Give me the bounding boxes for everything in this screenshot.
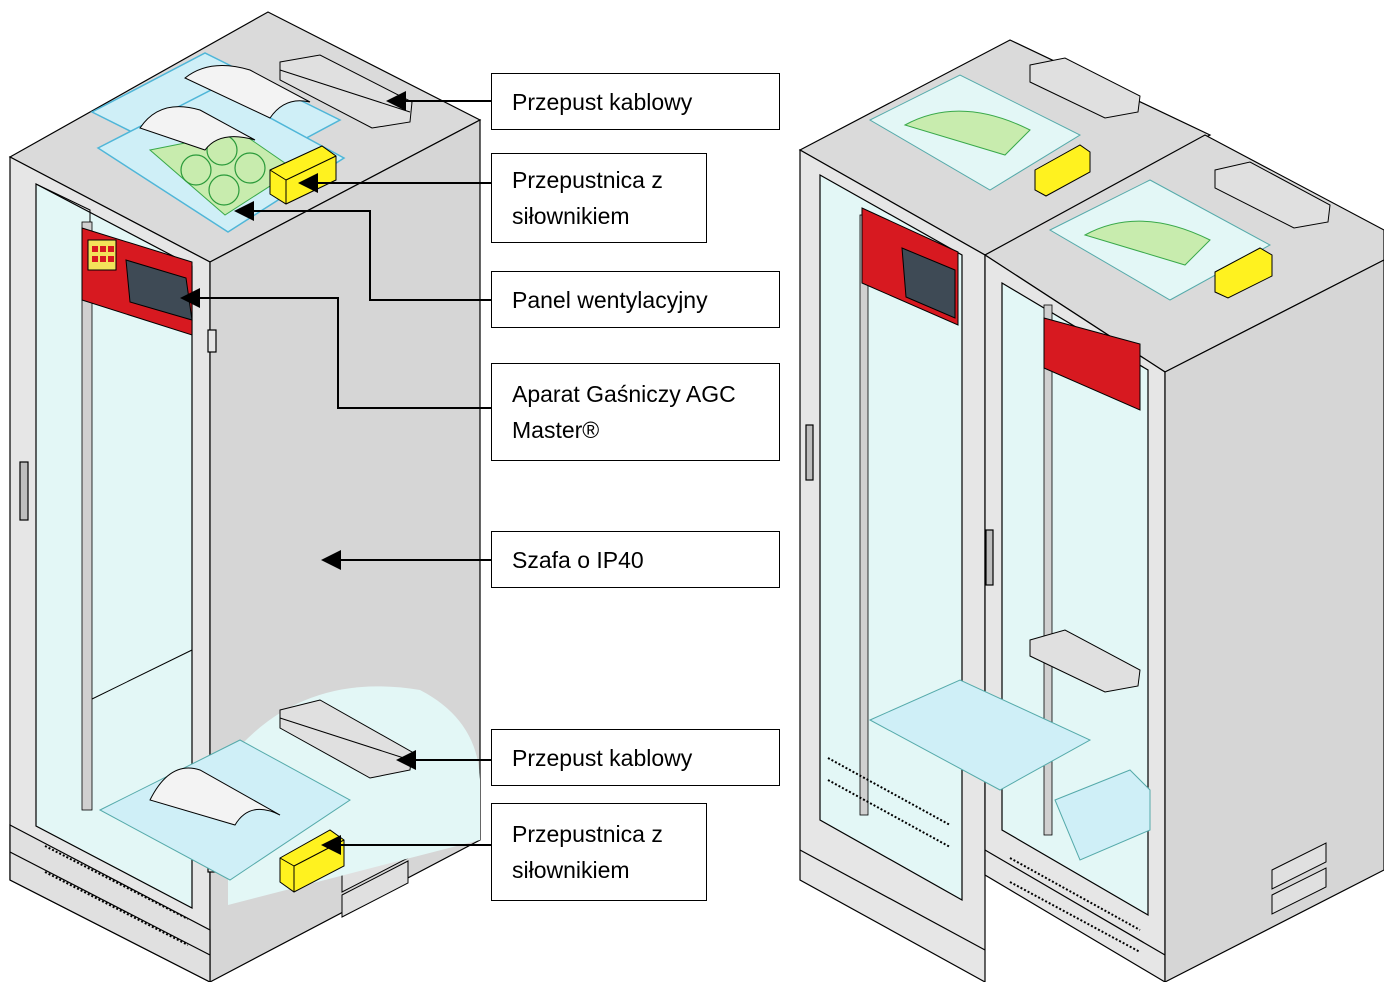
left-fans	[180, 134, 266, 206]
label-vent-panel-text: Panel wentylacyjny	[512, 286, 708, 313]
label-damper-top-line2: siłownikiem	[512, 203, 630, 229]
left-extinguisher-unit	[81, 227, 193, 336]
label-extinguisher-line1: Aparat Gaśniczy AGC	[512, 381, 736, 407]
label-damper-bottom: Przepustnica z siłownikiem	[491, 803, 707, 901]
arrow-vent-panel	[234, 201, 492, 301]
left-mounting-rail	[81, 221, 93, 811]
label-extinguisher: Aparat Gaśniczy AGC Master®	[491, 363, 780, 461]
right-roof-equipment	[861, 57, 1331, 861]
left-roof-equipment	[90, 52, 413, 233]
left-bottom-cutaway	[98, 686, 480, 905]
leader-lines	[180, 91, 492, 855]
label-vent-panel: Panel wentylacyjny	[491, 271, 780, 328]
label-cable-gland-bottom-text: Przepust kablowy	[512, 744, 693, 771]
left-vent-slots	[44, 845, 189, 946]
label-damper-top: Przepustnica z siłownikiem	[491, 153, 707, 243]
label-damper-bottom-line1: Przepustnica z	[512, 821, 663, 847]
left-cabinet-glass-door	[35, 183, 193, 909]
label-cabinet-text: Szafa o IP40	[512, 546, 644, 573]
label-cabinet: Szafa o IP40	[491, 531, 780, 588]
label-cable-gland-top-text: Przepust kablowy	[512, 88, 693, 115]
label-damper-bottom-line2: siłownikiem	[512, 857, 630, 883]
left-door-handle	[19, 461, 29, 521]
label-cable-gland-bottom: Przepust kablowy	[491, 729, 780, 786]
right-front-cabinet-side	[1164, 259, 1384, 983]
label-cable-gland-top: Przepust kablowy	[491, 73, 780, 130]
label-damper-top-line1: Przepustnica z	[512, 167, 663, 193]
label-extinguisher-line2: Master®	[512, 417, 600, 443]
arrow-extinguisher	[180, 288, 492, 409]
